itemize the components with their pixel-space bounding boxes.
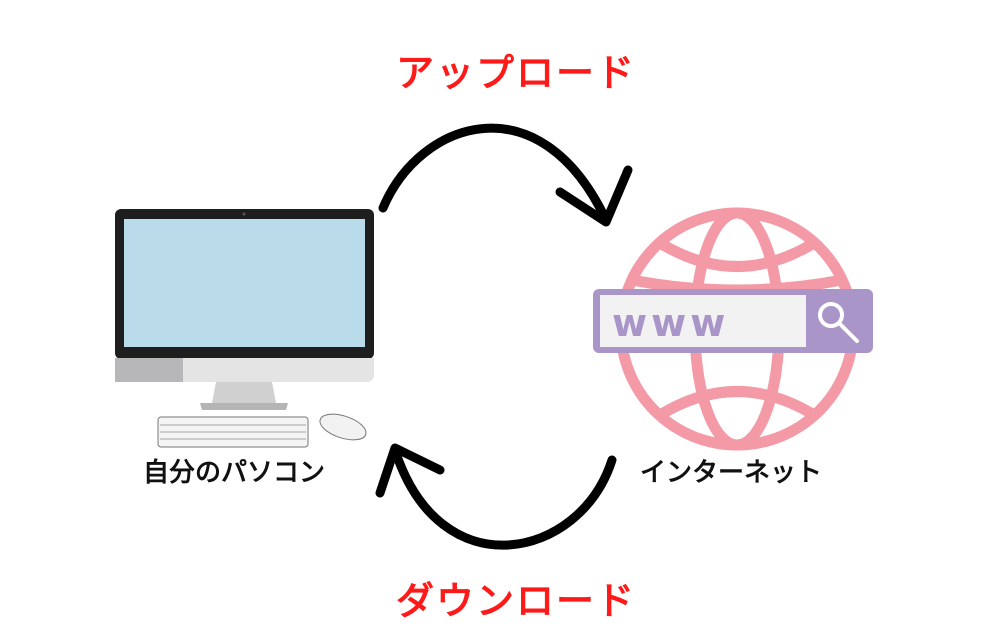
- search-bar: www: [593, 289, 873, 353]
- download-label: ダウンロード: [396, 579, 637, 623]
- search-icon: [818, 302, 859, 343]
- upload-label: アップロード: [396, 51, 637, 95]
- upload-arrow-icon: [378, 123, 633, 227]
- download-arrow-icon: [375, 443, 617, 550]
- internet-label: インターネット: [640, 458, 823, 488]
- keyboard-icon: [157, 416, 309, 448]
- computer-icon: [115, 209, 374, 410]
- my-pc-label: 自分のパソコン: [143, 458, 326, 488]
- search-text: www: [612, 301, 729, 345]
- mouse-icon: [319, 413, 367, 441]
